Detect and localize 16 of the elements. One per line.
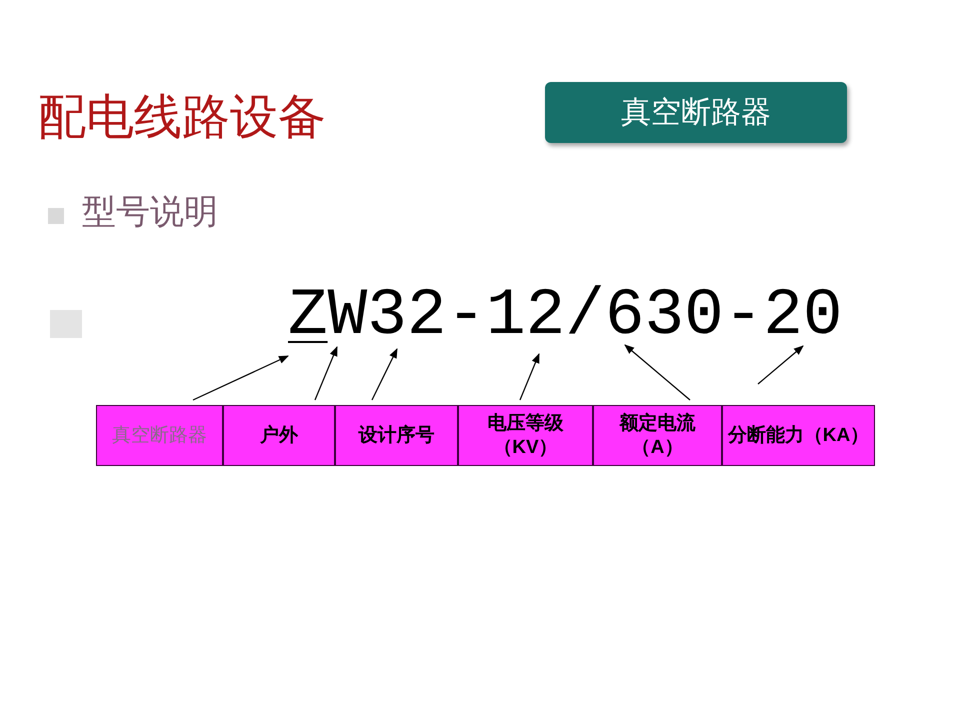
- leader-arrow: [758, 345, 804, 384]
- leader-arrow: [519, 353, 540, 400]
- leader-arrow: [371, 348, 398, 400]
- table-cell: 电压等级（KV）: [458, 405, 593, 466]
- title: 配电线路设备: [38, 90, 326, 146]
- model-code: ZW32-12/630-20: [288, 280, 858, 352]
- table-cell: 真空断路器: [96, 405, 223, 466]
- header-badge: 真空断路器: [545, 82, 847, 143]
- table-cell: 分断能力（KA）: [722, 405, 875, 466]
- table-cell: 额定电流（A）: [593, 405, 722, 466]
- table-cell: 设计序号: [335, 405, 458, 466]
- leader-arrow: [314, 346, 338, 400]
- leader-arrow: [192, 355, 289, 401]
- leader-arrow: [624, 344, 690, 400]
- table-cell: 户外: [223, 405, 335, 466]
- subheading: 型号说明: [82, 193, 218, 233]
